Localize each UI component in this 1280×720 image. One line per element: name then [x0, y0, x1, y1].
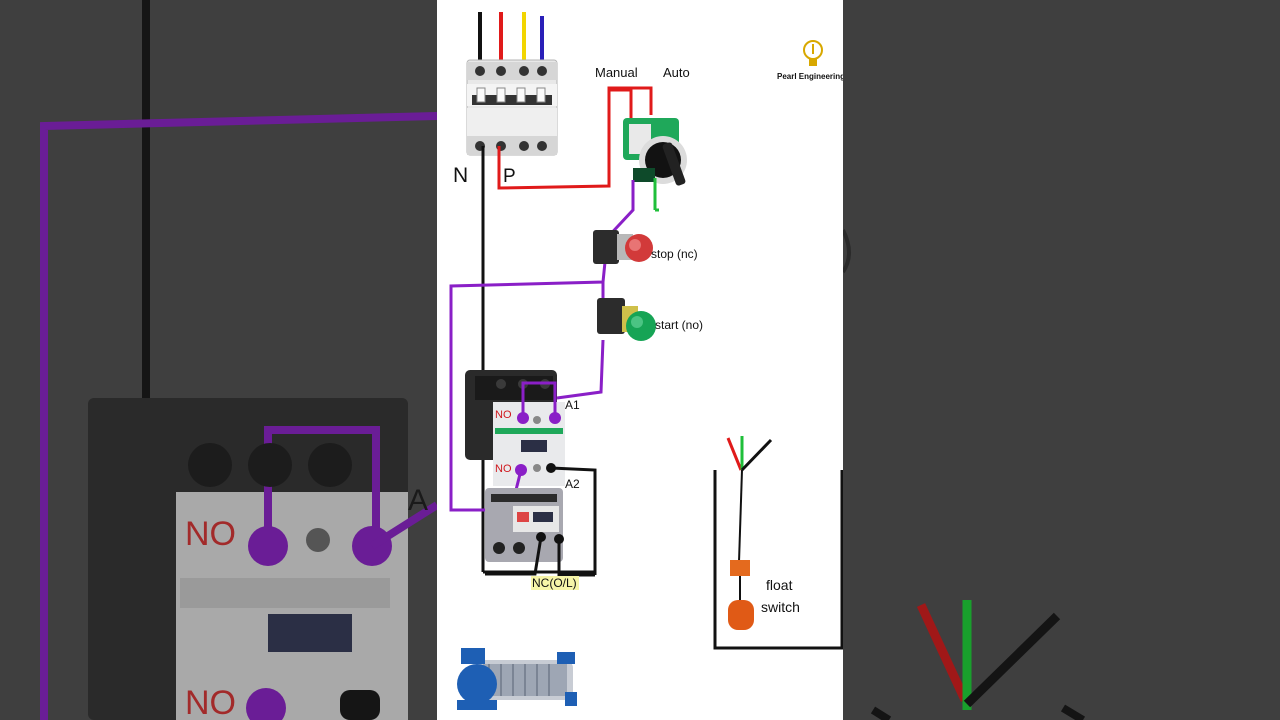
start-push-button[interactable] — [597, 298, 656, 341]
no-bottom-label: NO — [495, 463, 512, 475]
brand-name: Pearl Engineering — [777, 72, 843, 81]
float-wire-black — [740, 438, 773, 472]
manual-label: Manual — [595, 65, 638, 80]
a2-label: A2 — [565, 477, 580, 491]
float-cable — [738, 469, 743, 563]
nc-label-highlight — [531, 576, 579, 590]
overload-relay — [485, 488, 563, 562]
bg-contactor-window — [268, 614, 352, 652]
lightbulb-icon — [803, 40, 823, 66]
water-pump — [457, 648, 577, 710]
a1-label: A1 — [565, 398, 580, 412]
wiring-diagram — [449, 12, 843, 710]
float-weight — [730, 560, 750, 576]
selector-switch[interactable] — [623, 118, 687, 186]
background-right-art — [843, 0, 1280, 720]
neutral-label: N — [453, 164, 469, 187]
control-wire-to-a1 — [556, 339, 605, 400]
phase-wire — [497, 86, 653, 190]
float-ball — [728, 600, 754, 630]
float-switch-label-line1: float — [766, 577, 793, 593]
a1-terminal-dot — [549, 412, 561, 424]
float-wire-red — [726, 437, 743, 471]
background-left-art — [0, 0, 437, 720]
float-switch-tank — [713, 470, 843, 650]
auto-label: Auto — [663, 65, 690, 80]
bg-no-bottom-label: NO — [185, 684, 236, 720]
start-button-label: start (no) — [655, 318, 704, 332]
mcb-breaker — [466, 59, 558, 156]
bg-float-wire-black — [963, 612, 1061, 708]
bg-control-wire — [40, 112, 437, 720]
background-right-blur — [843, 0, 1280, 720]
float-switch-label-line2: switch — [761, 599, 800, 615]
control-wire-loop — [449, 261, 607, 512]
background-left-blur: NO NO A — [0, 0, 437, 720]
bg-a1-label: A — [408, 484, 429, 517]
stop-button-label: stop (nc) — [651, 247, 698, 261]
no-terminal-dot — [517, 412, 529, 424]
a2-wire — [550, 466, 597, 575]
no-top-label: NO — [495, 409, 512, 421]
contactor-no-link — [521, 381, 557, 418]
bg-no-top-label: NO — [185, 515, 236, 553]
phase-label: P — [503, 166, 516, 187]
nc-overload-label: NC(O/L) — [532, 576, 577, 590]
stop-push-button[interactable] — [593, 230, 653, 264]
bg-float-wire-red — [916, 603, 970, 702]
wiring-diagram-panel: Pearl Engineering N P Manual Auto stop (… — [437, 0, 843, 720]
